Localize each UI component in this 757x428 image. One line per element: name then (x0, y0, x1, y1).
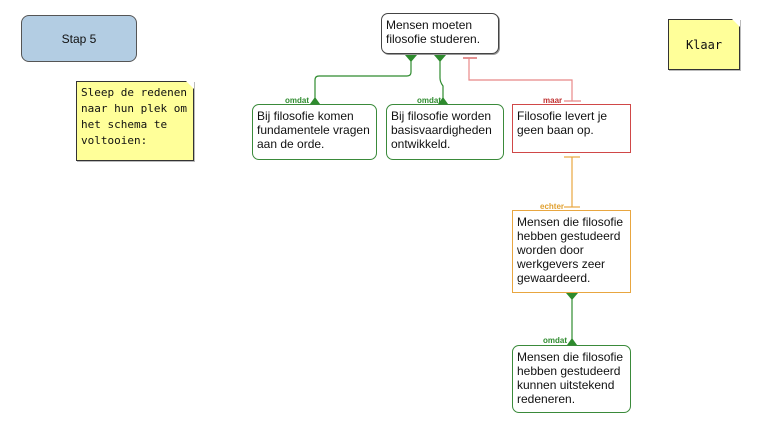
connector-line-reason-2 (439, 55, 444, 104)
connector-label-rebuttal-support: omdat (543, 336, 567, 345)
step-button[interactable]: Stap 5 (21, 15, 137, 62)
arrowhead-rebuttal (566, 293, 578, 300)
instruction-note: Sleep de redenen naar hun plek om het sc… (76, 81, 194, 161)
connector-label-objection: maar (543, 96, 563, 105)
connector-label-reason-1: omdat (285, 96, 309, 105)
arrowhead-claim-1 (405, 55, 417, 62)
arrowhead-rebuttal-support (567, 338, 577, 345)
objection-box[interactable]: Filosofie levert je geen baan op. (512, 104, 631, 153)
reason-box-2[interactable]: Bij filosofie worden basisvaardigheden o… (386, 104, 504, 160)
claim-box[interactable]: Mensen moeten filosofie studeren. (381, 13, 499, 54)
instruction-text: Sleep de redenen naar hun plek om het sc… (81, 86, 187, 147)
connector-label-reason-2: omdat (417, 96, 441, 105)
reason-box-1[interactable]: Bij filosofie komen fundamentele vragen … (252, 104, 377, 160)
arrowhead-reason-2 (438, 97, 448, 104)
rebuttal-support-box[interactable]: Mensen die filosofie hebben gestudeerd k… (512, 345, 631, 413)
arrowhead-reason-1 (310, 97, 320, 104)
done-button[interactable]: Klaar (668, 19, 740, 70)
rebuttal-box[interactable]: Mensen die filosofie hebben gestudeerd w… (512, 210, 631, 293)
connector-line-reason-1 (314, 55, 412, 104)
connector-label-rebuttal: echter (540, 202, 565, 211)
connector-line-objection (468, 58, 573, 101)
done-label: Klaar (685, 37, 723, 52)
arrowhead-claim-2 (434, 55, 446, 62)
